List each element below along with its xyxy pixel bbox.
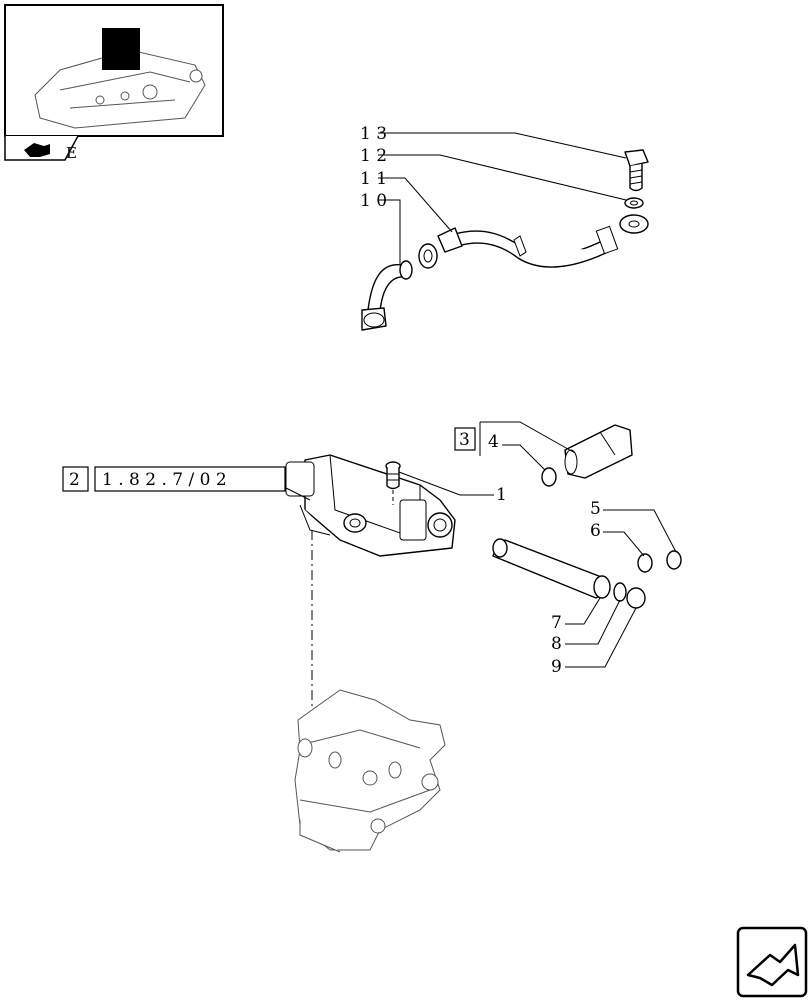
callout-12: 1 2: [360, 146, 387, 166]
valve-block: [285, 454, 456, 557]
callout-11: 1 1: [360, 169, 387, 189]
ref-box-2[interactable]: 2: [62, 466, 89, 492]
next-page-button[interactable]: [736, 926, 808, 998]
callout-7: 7: [551, 613, 562, 633]
callout-1: 1: [496, 485, 507, 505]
ref-box-3[interactable]: 3: [454, 427, 476, 451]
callout-9: 9: [551, 657, 562, 677]
arrow-icon: [746, 943, 800, 987]
ref-box-2-label: 2: [69, 470, 80, 490]
ref-box-3-label: 3: [459, 430, 470, 450]
tube-assembly: [492, 538, 682, 609]
nav-tab[interactable]: E: [4, 135, 79, 162]
thumbnail-frame[interactable]: [4, 4, 224, 137]
cartridge-assembly: [541, 424, 633, 487]
housing: [294, 689, 446, 853]
callout-8: 8: [551, 634, 562, 654]
ref-code-box[interactable]: 1 . 8 2 . 7 / 0 2: [94, 466, 286, 492]
callout-5: 5: [590, 499, 601, 519]
callout-4: 4: [488, 432, 499, 452]
pipe-assembly: [361, 149, 649, 331]
tractor-arrow-icon: [24, 143, 50, 157]
callout-10: 1 0: [360, 191, 387, 211]
highlighted-block-icon: [102, 28, 140, 70]
corner-letter: E: [66, 144, 77, 162]
ref-code-label: 1 . 8 2 . 7 / 0 2: [102, 470, 227, 490]
callout-6: 6: [590, 521, 601, 541]
callout-13: 1 3: [360, 124, 387, 144]
